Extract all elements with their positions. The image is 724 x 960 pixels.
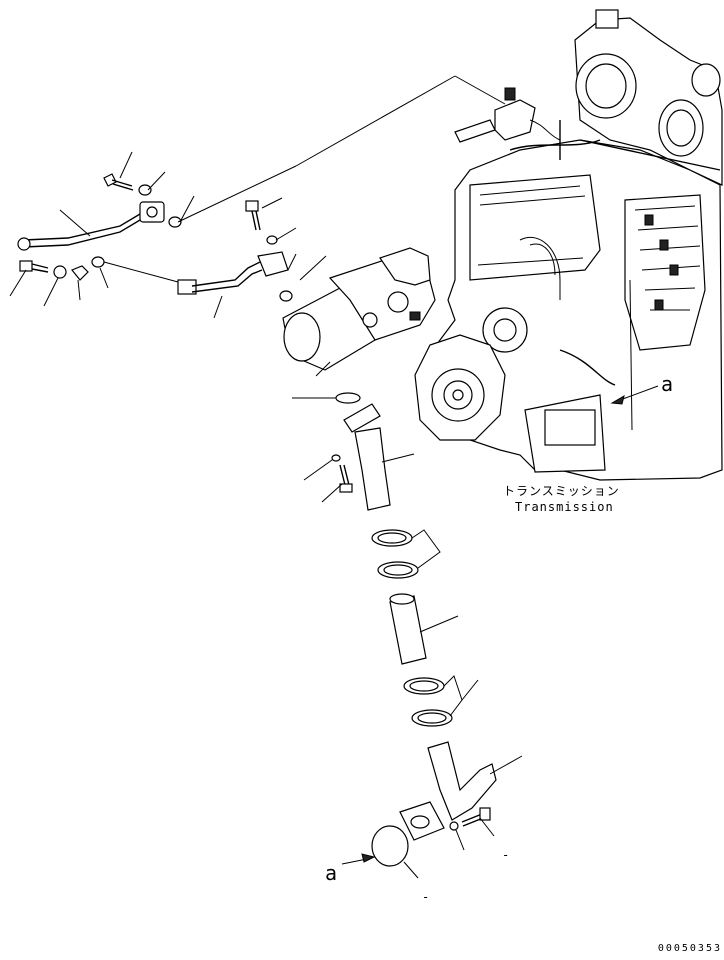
transmission-label-japanese: トランスミッション	[503, 484, 620, 498]
bolt-outlet	[461, 807, 491, 827]
figure-number: 00050353	[657, 943, 722, 954]
leader-lines	[9, 75, 659, 879]
hose-clamp-2	[377, 561, 419, 579]
washer-elbow	[331, 454, 341, 462]
clip-lower-left	[71, 265, 89, 281]
temperature-sensor-harness	[454, 87, 561, 143]
o-ring-upper	[168, 216, 182, 228]
bolt-elbow	[339, 464, 353, 493]
hose-clamp-3	[403, 677, 445, 695]
o-ring-lower-left	[91, 256, 105, 268]
hose	[389, 593, 427, 665]
washer-middle	[266, 235, 278, 245]
filter-o-ring	[335, 392, 361, 404]
washer-outlet	[449, 821, 459, 831]
dash-mark-bottom: -	[422, 890, 430, 904]
transmission-label-english: Transmission	[515, 500, 614, 514]
bolt-upper-left	[103, 173, 134, 191]
washer-lower-left	[53, 265, 67, 279]
washer-upper	[138, 184, 152, 196]
transmission-housing	[414, 9, 723, 481]
oil-filter-assembly	[282, 247, 436, 371]
dash-mark-right: -	[502, 848, 510, 862]
reference-marker-top: a	[661, 372, 674, 396]
elbow-tube	[343, 403, 391, 511]
reference-marker-bottom: a	[325, 861, 338, 885]
hose-clamp-1	[371, 529, 413, 547]
hose-clamp-4	[411, 709, 453, 727]
bolt-middle	[245, 200, 261, 231]
bolt-lower-left	[19, 260, 49, 273]
gasket-outlet	[371, 825, 409, 867]
outlet-tube	[399, 741, 497, 841]
upper-tube-assembly	[17, 201, 165, 251]
o-ring-middle	[279, 290, 293, 302]
middle-tube	[177, 251, 289, 295]
